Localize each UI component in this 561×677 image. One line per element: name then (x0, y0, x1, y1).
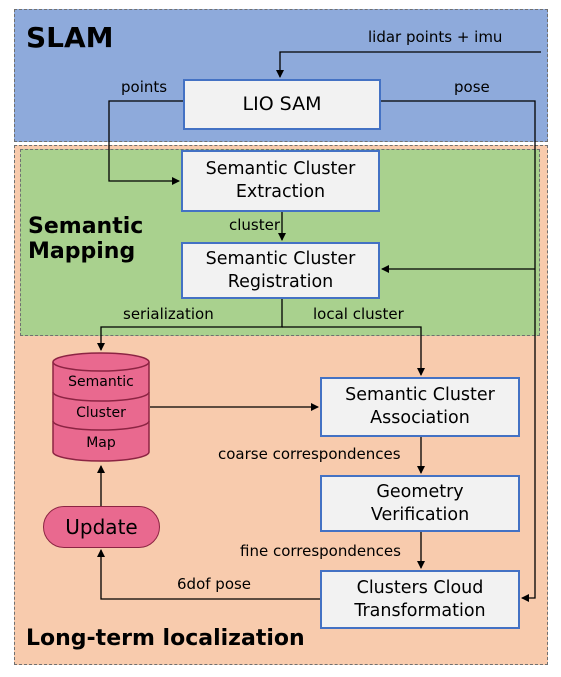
cloud-transformation-box: Clusters Cloud Transformation (320, 570, 520, 629)
cluster-registration-box: Semantic Cluster Registration (181, 242, 380, 299)
points-label: points (121, 78, 168, 96)
lio-sam-box: LIO SAM (183, 79, 381, 130)
cluster-label: cluster (229, 216, 281, 234)
cluster-extraction-box: Semantic Cluster Extraction (181, 150, 380, 212)
pose-label: pose (454, 78, 490, 96)
lidar-input-label: lidar points + imu (368, 28, 503, 46)
semantic-mapping-title: Semantic Mapping (28, 214, 144, 265)
local-cluster-label: local cluster (313, 305, 404, 323)
6dof-pose-label: 6dof pose (177, 575, 252, 593)
localization-title: Long-term localization (26, 626, 305, 651)
database-label-line2: Cluster (76, 405, 126, 421)
fine-correspondences-label: fine correspondences (240, 542, 401, 560)
coarse-correspondences-label: coarse correspondences (218, 445, 401, 463)
geometry-verification-box: Geometry Verification (320, 475, 520, 532)
semantic-cluster-map-database (52, 352, 150, 462)
update-node: Update (43, 506, 160, 548)
serialization-label: serialization (123, 305, 214, 323)
database-label-line1: Semantic (68, 374, 134, 390)
slam-title: SLAM (26, 21, 114, 54)
cluster-association-box: Semantic Cluster Association (320, 377, 520, 437)
database-label-line3: Map (86, 435, 116, 451)
